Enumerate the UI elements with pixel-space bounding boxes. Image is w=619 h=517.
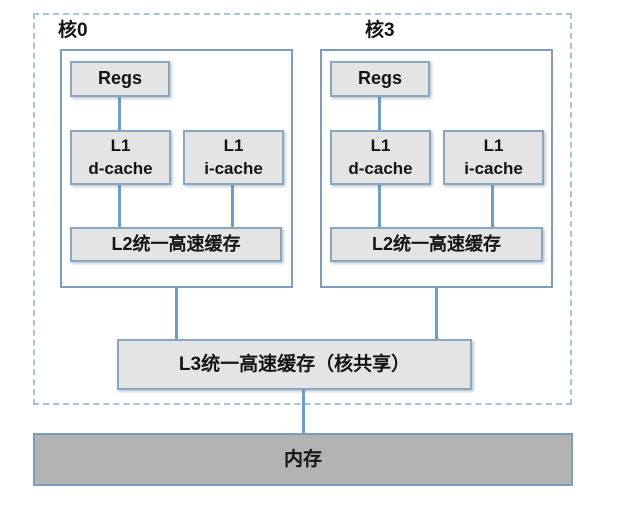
regs-label-core3: Regs [357,68,402,89]
l1-icache-line1-core3: L1 [483,136,504,156]
connector-core0-to-l3 [175,288,178,339]
l2-cache-box-core3: L2统一高速缓存 [330,227,543,262]
l2-cache-label-core0: L2统一高速缓存 [111,233,241,254]
memory-box: 内存 [33,433,573,486]
connector-regs-to-l1d-core0 [118,97,121,130]
connector-core3-to-l3 [435,288,438,339]
l1-icache-line2-core3: i-cache [464,158,523,178]
connector-l1i-to-l2-core0 [231,185,234,227]
l3-cache-label: L3统一高速缓存（核共享） [178,353,411,375]
l1-dcache-line1-core3: L1 [370,136,391,156]
connector-regs-to-l1d-core3 [378,97,381,130]
connector-l1i-to-l2-core3 [491,185,494,227]
regs-box-core0: Regs [70,61,170,97]
l1-icache-line1-core0: L1 [223,136,244,156]
regs-label-core0: Regs [97,68,142,89]
l1-dcache-line2-core3: d-cache [348,158,413,178]
l1-dcache-box-core3: L1 d-cache [330,130,431,185]
l3-cache-box: L3统一高速缓存（核共享） [117,339,472,390]
l1-icache-box-core0: L1 i-cache [183,130,284,185]
l2-cache-label-core3: L2统一高速缓存 [371,233,501,254]
regs-box-core3: Regs [330,61,430,97]
memory-label: 内存 [283,448,322,470]
l1-icache-line2-core0: i-cache [204,158,263,178]
core0-title: 核0 [58,20,88,41]
l1-icache-box-core3: L1 i-cache [443,130,544,185]
l1-dcache-line1-core0: L1 [110,136,131,156]
l1-dcache-box-core0: L1 d-cache [70,130,171,185]
core3-title: 核3 [365,20,395,41]
connector-l3-to-memory [302,390,305,433]
l1-dcache-line2-core0: d-cache [88,158,153,178]
connector-l1d-to-l2-core3 [378,185,381,227]
connector-l1d-to-l2-core0 [118,185,121,227]
l2-cache-box-core0: L2统一高速缓存 [70,227,282,262]
